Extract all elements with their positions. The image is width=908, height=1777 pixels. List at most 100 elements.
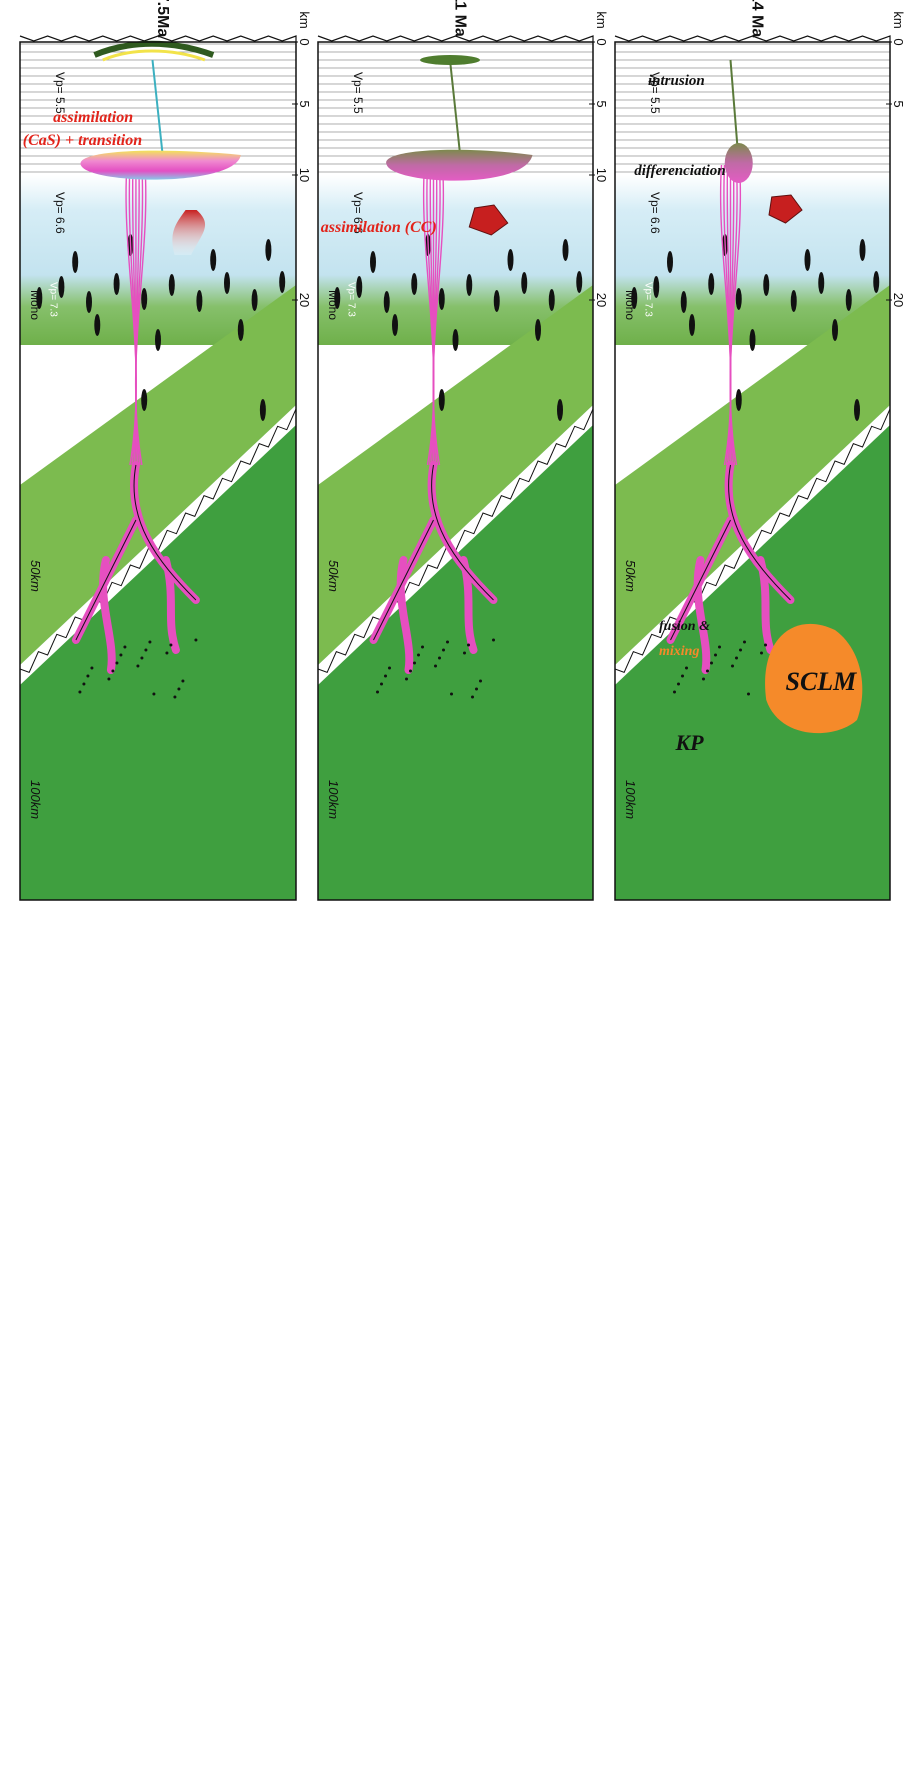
crustal-lens-5 <box>735 288 742 310</box>
melt-droplet-5 <box>764 643 767 647</box>
depth-50km-label: 50km <box>623 560 638 592</box>
crustal-lens-8 <box>653 276 660 298</box>
crustal-lens-18 <box>141 389 148 411</box>
crustal-lens-9 <box>334 287 341 309</box>
sill <box>420 55 480 65</box>
melt-droplet-2 <box>434 664 437 668</box>
panel-frame <box>317 41 594 901</box>
melt-droplet-12 <box>86 674 90 678</box>
magma-chamber <box>724 143 753 183</box>
crustal-lens-10 <box>859 239 866 261</box>
mixing-label: mixing <box>659 644 699 659</box>
melt-droplet-8 <box>380 682 383 686</box>
magma-conduit-6 <box>125 164 137 466</box>
sclm-body <box>765 623 863 734</box>
mid-crust <box>318 175 593 275</box>
melt-droplet-2 <box>136 664 140 668</box>
crustal-lens-2 <box>521 272 528 294</box>
depth-tick-label: 0 <box>891 38 906 45</box>
vp-lower-label: Vp= 7.3 <box>642 282 653 317</box>
crustal-lens-17 <box>259 399 266 421</box>
melt-droplet-11 <box>413 661 416 665</box>
melt-droplet-19 <box>421 645 424 649</box>
crustal-lens-9 <box>631 287 638 309</box>
panel-frame <box>614 41 891 901</box>
melt-droplet-9 <box>173 695 177 699</box>
depth-tick-label: km <box>594 11 609 28</box>
melt-droplet-13 <box>177 687 181 691</box>
moho-label: Moho <box>623 290 637 320</box>
melt-droplet-14 <box>148 640 152 644</box>
crustal-lens-13 <box>72 251 79 273</box>
crustal-lens-4 <box>168 274 175 296</box>
melt-droplet-14 <box>446 640 449 644</box>
panel-age-label: 7.5Ma <box>154 0 171 37</box>
melt-droplet-7 <box>706 669 709 673</box>
depth-100km-label: 100km <box>326 780 341 819</box>
crustal-lens-0 <box>873 271 880 293</box>
depth-100km-label: 100km <box>28 780 43 819</box>
panel-age-label: 14 Ma <box>749 0 766 37</box>
crustal-lens-5 <box>141 288 148 310</box>
crustal-lens-9 <box>36 287 43 309</box>
crustal-lens-14 <box>535 319 541 341</box>
melt-droplet-5 <box>467 643 470 647</box>
crustal-lens-0 <box>279 271 286 293</box>
moho-label: Moho <box>326 290 340 320</box>
vp-mid-label: Vp= 6.6 <box>53 192 67 234</box>
melt-droplet-17 <box>181 679 185 683</box>
crustal-lens-15 <box>749 329 756 351</box>
crustal-lens-15 <box>452 329 459 351</box>
melt-droplet-2 <box>731 664 734 668</box>
crustal-lens-10 <box>562 239 569 261</box>
vp-mid-label: Vp= 6.6 <box>351 192 365 234</box>
crustal-lens-8 <box>356 276 363 298</box>
crustal-lens-2 <box>224 272 230 294</box>
mid-crust <box>615 175 890 275</box>
melt-droplet-3 <box>107 677 111 681</box>
crustal-lens-1 <box>548 289 555 311</box>
depth-tick-label: 5 <box>297 100 312 107</box>
assimilated-crust-block <box>468 204 509 236</box>
sill-outer <box>93 40 215 58</box>
crustal-lens-6 <box>113 273 120 295</box>
depth-tick-label: km <box>297 11 312 28</box>
magma-root-outline <box>373 464 494 641</box>
crustal-lens-7 <box>680 291 687 313</box>
melt-droplet-4 <box>376 690 379 694</box>
sclm-label: SCLM <box>786 667 858 696</box>
dike-feeder <box>449 59 462 164</box>
magma-chamber <box>386 149 533 181</box>
melt-droplet-13 <box>475 687 478 691</box>
crustal-lens-10 <box>265 239 272 261</box>
melt-droplet-4 <box>78 690 82 694</box>
melt-droplet-9 <box>471 695 474 699</box>
assimilation-label: assimilation (CC) <box>321 219 437 236</box>
melt-droplet-12 <box>681 674 684 678</box>
crustal-lens-4 <box>466 274 473 296</box>
sill-inner <box>102 49 206 62</box>
crustal-lens-2 <box>818 272 825 294</box>
vp-lower-label: Vp= 7.3 <box>345 282 356 317</box>
melt-droplet-5 <box>169 643 173 647</box>
surface-line <box>614 35 891 42</box>
melt-droplet-3 <box>702 677 705 681</box>
melt-droplet-18 <box>450 692 453 696</box>
crustal-lens-18 <box>735 389 742 411</box>
crustal-lens-13 <box>370 251 376 273</box>
surface-line <box>19 35 297 42</box>
magma-root-outline <box>670 464 791 641</box>
mid-crust <box>20 175 296 275</box>
melt-droplet-1 <box>463 651 466 655</box>
crustal-lens-7 <box>86 291 92 313</box>
vp-upper-label: Vp= 5.5 <box>648 72 662 114</box>
crustal-lens-8 <box>58 276 65 298</box>
depth-tick-label: 5 <box>594 100 609 107</box>
melt-droplet-3 <box>405 677 408 681</box>
depth-tick-label: 20 <box>594 293 609 307</box>
crustal-lens-11 <box>804 249 811 271</box>
depth-tick-label: 5 <box>891 100 906 107</box>
melt-droplet-0 <box>194 638 198 642</box>
